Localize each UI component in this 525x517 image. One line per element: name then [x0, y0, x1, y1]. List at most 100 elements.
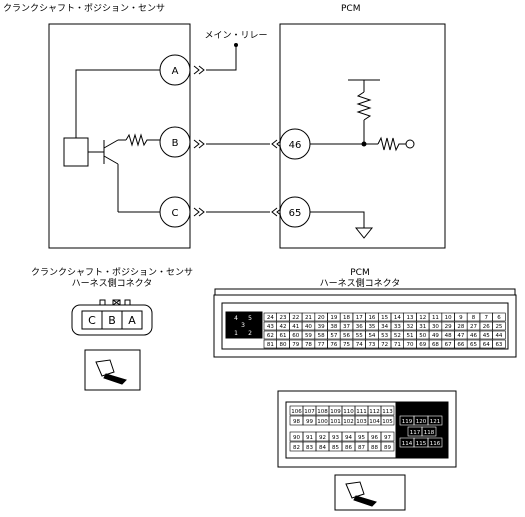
pin-115: 115: [416, 441, 427, 447]
pin-112: 112: [369, 409, 380, 415]
pin-108: 108: [317, 409, 328, 415]
pin-95: 95: [358, 435, 365, 441]
pin-24-cell: [263, 312, 277, 322]
pin-91: 91: [306, 435, 313, 441]
terminal-a-label: A: [172, 66, 179, 77]
pin-108-cell: [315, 405, 330, 416]
pin-106-cell: [289, 405, 304, 416]
pin-85-cell: [328, 441, 343, 452]
pin-21: 21: [305, 315, 312, 321]
pin-8: 8: [472, 315, 476, 321]
pin-109: 109: [330, 409, 341, 415]
svg-text:2: 2: [248, 330, 252, 337]
pin-13-cell: [403, 312, 417, 322]
pin-106: 106: [291, 409, 302, 415]
pin-8-cell: [466, 312, 481, 322]
pin-13: 13: [407, 315, 414, 321]
pin-47: 47: [457, 333, 464, 339]
pin-27: 27: [470, 324, 477, 330]
pin-74: 74: [356, 342, 363, 348]
pin-30-cell: [428, 321, 443, 331]
terminal-c-label: C: [172, 208, 179, 219]
svg-text:5: 5: [248, 315, 252, 322]
pin-116: 116: [430, 441, 441, 447]
pin-94-cell: [341, 431, 356, 442]
sensor-title: クランクシャフト・ポジション・センサ: [3, 4, 166, 14]
pin-19-cell: [327, 312, 341, 322]
pin-45: 45: [483, 333, 490, 339]
pin-78-cell: [301, 339, 316, 349]
pin-99: 99: [306, 419, 313, 425]
pin-101-cell: [328, 415, 343, 426]
pin-6-cell: [492, 312, 506, 322]
pin-12: 12: [419, 315, 426, 321]
pin-89-cell: [380, 441, 395, 452]
pin-78: 78: [305, 342, 312, 348]
pin-98: 98: [293, 419, 300, 425]
pin-73-cell: [365, 339, 379, 349]
pin-69: 69: [419, 342, 426, 348]
pin-103-cell: [354, 415, 369, 426]
pin-110-cell: [341, 405, 356, 416]
terminal-65: [279, 196, 311, 228]
pin-35: 35: [368, 324, 375, 330]
pin-62: 62: [267, 333, 274, 339]
terminal-46: [279, 128, 311, 160]
pin-72: 72: [381, 342, 388, 348]
pin-48-cell: [441, 330, 455, 340]
pin-86-cell: [341, 441, 356, 452]
pin-93: 93: [332, 435, 339, 441]
pin-24: 24: [267, 315, 274, 321]
pin-39-cell: [314, 321, 328, 331]
pin-55-cell: [352, 330, 366, 340]
pin-80-cell: [276, 339, 290, 349]
pin-114-cell: [399, 437, 415, 448]
pin-64-cell: [479, 339, 493, 349]
pin-14: 14: [394, 315, 401, 321]
pin-56-cell: [339, 330, 354, 340]
pin-76: 76: [330, 342, 337, 348]
pin-33-cell: [390, 321, 404, 331]
pin-67-cell: [441, 339, 455, 349]
pin-80: 80: [280, 342, 287, 348]
pin-115-cell: [413, 437, 429, 448]
pin-54-cell: [365, 330, 379, 340]
pin-60: 60: [292, 333, 299, 339]
pin-81-cell: [263, 339, 277, 349]
pin-96-cell: [367, 431, 382, 442]
pin-31-cell: [416, 321, 430, 331]
svg-text:1: 1: [234, 330, 238, 337]
pin-62-cell: [263, 330, 277, 340]
pin-68: 68: [432, 342, 439, 348]
pin-23-cell: [276, 312, 290, 322]
pin-12-cell: [416, 312, 430, 322]
pin-34-cell: [377, 321, 392, 331]
pin-32-cell: [403, 321, 417, 331]
pin-59-cell: [301, 330, 316, 340]
pin-90-cell: [289, 431, 304, 442]
pin-60-cell: [289, 330, 303, 340]
pin-11-cell: [428, 312, 443, 322]
pin-113: 113: [382, 409, 393, 415]
pin-37: 37: [343, 324, 350, 330]
pin-97-cell: [380, 431, 395, 442]
pin-82-cell: [289, 441, 304, 452]
pin-59: 59: [305, 333, 312, 339]
pin-116-cell: [427, 437, 443, 448]
pin-70: 70: [407, 342, 414, 348]
pin-69-cell: [416, 339, 430, 349]
pin-28-cell: [454, 321, 468, 331]
pin-15-cell: [377, 312, 392, 322]
pin-33: 33: [394, 324, 401, 330]
pin-83-cell: [302, 441, 317, 452]
pin-84: 84: [319, 445, 326, 451]
pcm-connector-title-2: ハーネス側コネクタ: [319, 279, 401, 289]
pin-72-cell: [377, 339, 392, 349]
pin-25: 25: [495, 324, 502, 330]
pin-40-cell: [301, 321, 316, 331]
pin-52: 52: [394, 333, 401, 339]
pin-88-cell: [367, 441, 382, 452]
pin-86: 86: [345, 445, 352, 451]
pin-76-cell: [327, 339, 341, 349]
svg-text:3: 3: [241, 322, 245, 329]
